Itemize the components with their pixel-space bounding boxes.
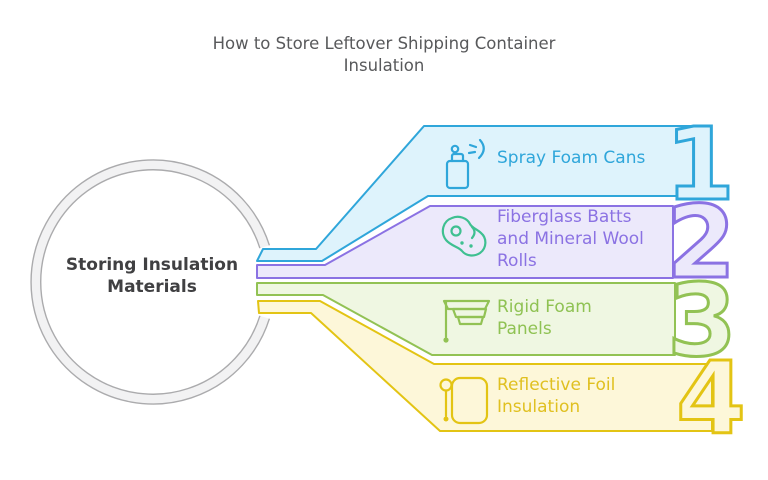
step-label-1: Spray Foam Cans [497,148,646,168]
spray-foam-can-icon [445,138,485,190]
step-number-2: 2 [666,184,736,301]
hub-ring-outer-edge [30,159,271,405]
step-ribbon-2 [256,205,674,279]
step-number-1: 1 [665,106,735,223]
step-label-2: Fiberglass Batts and Mineral Wool Rolls [497,207,644,271]
foil-roll-icon [439,376,489,425]
rigid-foam-panels-icon [442,299,491,343]
step-ribbon-1 [256,125,706,262]
hub-ring-inner-edge [40,169,261,395]
hub-label: Storing Insulation Materials [65,255,239,297]
hub-ring-fill [31,160,270,404]
step-number-4: 4 [676,340,746,457]
step-ribbon-4 [257,300,713,432]
step-ribbon-3 [256,282,676,356]
step-label-4: Reflective Foil Insulation [497,375,616,417]
step-number-3: 3 [667,262,737,379]
page-title: How to Store Leftover Shipping Container… [212,34,556,75]
mineral-wool-blob-icon [441,215,487,257]
hub-ring [30,159,271,405]
step-label-3: Rigid Foam Panels [497,297,592,339]
